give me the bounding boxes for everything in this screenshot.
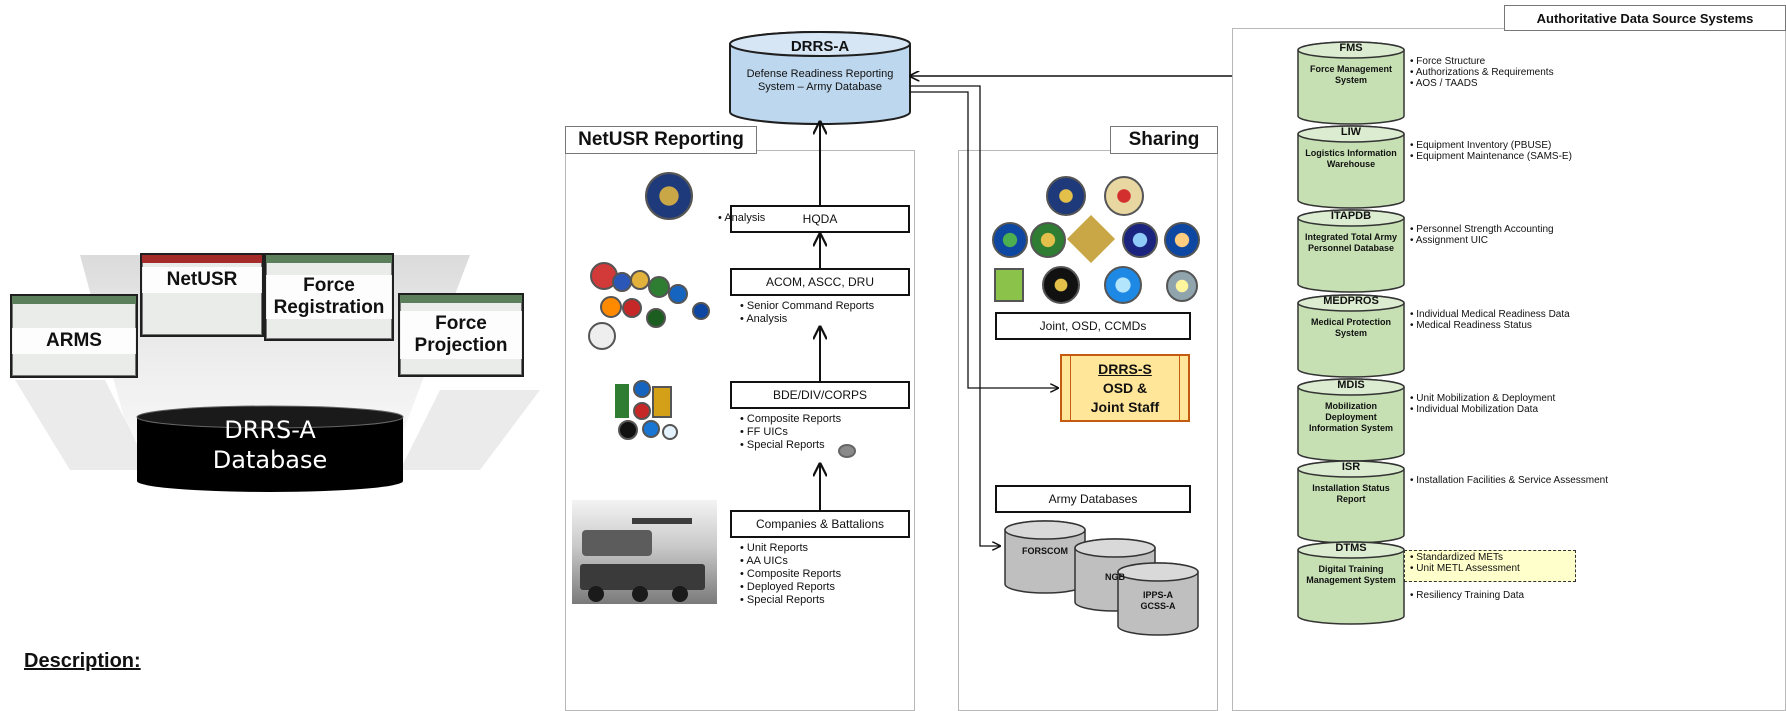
ads-items: Force StructureAuthorizations & Requirem… [1410,56,1780,89]
ads-items: Individual Medical Readiness DataMedical… [1410,309,1780,331]
companies-bullet: AA UICs [740,555,841,568]
drrs-s-title: DRRS-S [1098,361,1152,377]
acom-bullet: Senior Command Reports [740,300,874,313]
forscom-label: FORSCOM [1022,546,1068,556]
ads-abbr: MDIS [1337,379,1365,391]
ads-items: Installation Facilities & Service Assess… [1410,475,1780,486]
acom-bullet: Analysis [740,313,874,326]
drrs-s-osd: OSD & [1102,380,1148,396]
netusr-screenshot: NetUSR [140,253,264,337]
ads-abbr: ISR [1341,461,1361,473]
arms-label: ARMS [12,328,136,354]
ads-item: Force Structure [1410,56,1780,67]
ads-cylinder [1297,541,1405,625]
ads-items: Unit Mobilization & DeploymentIndividual… [1410,393,1780,415]
coins-icon [838,444,856,458]
ads-item: AOS / TAADS [1410,78,1780,89]
hqda-bullets: Analysis [718,212,765,225]
netusr-reporting-tab: NetUSR Reporting [565,126,757,154]
ads-item: Authorizations & Requirements [1410,67,1780,78]
acom-box: ACOM, ASCC, DRU [730,268,910,296]
ads-name: Medical Protection System [1310,317,1391,338]
ads-name: Integrated Total Army Personnel Database [1304,232,1397,253]
ads-extra-items: Resiliency Training Data [1410,590,1524,601]
ads-cylinder [1297,378,1405,462]
ads-cylinder [1297,294,1405,378]
drrs-a-cylinder [729,31,911,125]
sharing-tab: Sharing [1110,126,1218,154]
ads-item: Individual Mobilization Data [1410,404,1780,415]
force-registration-screenshot: Force Registration [264,253,394,341]
drrs-a-subtitle: Defense Readiness Reporting System – Arm… [746,68,894,93]
drrs-a-title: DRRS-A [790,38,850,55]
force-projection-label: Force Projection [400,311,522,359]
ads-item: Assignment UIC [1410,235,1780,246]
drrs-a-database-label: DRRS-A Database [212,416,328,474]
drrs-s-box: DRRS-S OSD & Joint Staff [1060,354,1190,422]
ads-cylinder [1297,209,1405,293]
bde-bullet: FF UICs [740,426,841,439]
arms-screenshot: ARMS [10,294,138,378]
ads-abbr: LIW [1340,126,1362,138]
ads-item: Individual Medical Readiness Data [1410,309,1780,320]
acom-bullets: Senior Command Reports Analysis [740,300,874,326]
ipps-gcss-label: IPPS-A GCSS-A [1140,590,1176,611]
hqda-bullet: Analysis [718,212,765,225]
force-registration-label: Force Registration [266,275,392,319]
companies-bullet: Special Reports [740,594,841,607]
army-databases-box: Army Databases [995,485,1191,513]
bde-bullets: Composite Reports FF UICs Special Report… [740,413,841,452]
ads-abbr: FMS [1339,42,1363,54]
ads-cylinder [1297,125,1405,209]
ads-items: Personnel Strength AccountingAssignment … [1410,224,1780,246]
force-projection-screenshot: Force Projection [398,293,524,377]
joint-osd-ccmds-box: Joint, OSD, CCMDs [995,312,1191,340]
ads-name: Logistics Information Warehouse [1305,148,1397,169]
drrs-a-database-cylinder [136,405,404,492]
ads-abbr: MEDPROS [1323,295,1379,307]
army-seal-icon [645,172,693,220]
ads-item: Equipment Inventory (PBUSE) [1410,140,1780,151]
bde-bullet: Special Reports [740,439,841,452]
military-vehicles-photo [572,500,717,604]
ads-items: Equipment Inventory (PBUSE)Equipment Mai… [1410,140,1780,162]
ngb-label: NGB [1105,572,1125,582]
ads-item: Personnel Strength Accounting [1410,224,1780,235]
ads-item: Equipment Maintenance (SAMS-E) [1410,151,1780,162]
drrs-s-joint-staff: Joint Staff [1090,399,1160,415]
ads-item: Medical Readiness Status [1410,320,1780,331]
ads-item: Unit Mobilization & Deployment [1410,393,1780,404]
ads-name: Digital Training Management System [1306,564,1396,585]
ads-abbr: ITAPDB [1330,210,1372,222]
bde-bullet: Composite Reports [740,413,841,426]
companies-bullet: Composite Reports [740,568,841,581]
bde-box: BDE/DIV/CORPS [730,381,910,409]
ads-name: Installation Status Report [1312,483,1390,504]
companies-bullet: Unit Reports [740,542,841,555]
ads-cylinder [1297,41,1405,125]
ads-item: Unit METL Assessment [1410,563,1780,574]
companies-bullets: Unit Reports AA UICs Composite Reports D… [740,542,841,607]
ads-item: Standardized METs [1410,552,1780,563]
ads-name: Force Management System [1309,64,1393,85]
ads-title: Authoritative Data Source Systems [1504,5,1786,31]
army-db-cylinders [1004,520,1199,636]
netusr-label: NetUSR [142,267,262,293]
ads-cylinder [1297,460,1405,544]
companies-bullet: Deployed Reports [740,581,841,594]
ads-items: Standardized METsUnit METL Assessment [1410,552,1780,574]
description-label: Description: [24,650,141,672]
ads-abbr: DTMS [1335,542,1367,554]
ads-extra-item: Resiliency Training Data [1410,590,1524,601]
ads-item: Installation Facilities & Service Assess… [1410,475,1780,486]
ads-name: Mobilization Deployment Information Syst… [1308,401,1393,433]
companies-box: Companies & Battalions [730,510,910,538]
